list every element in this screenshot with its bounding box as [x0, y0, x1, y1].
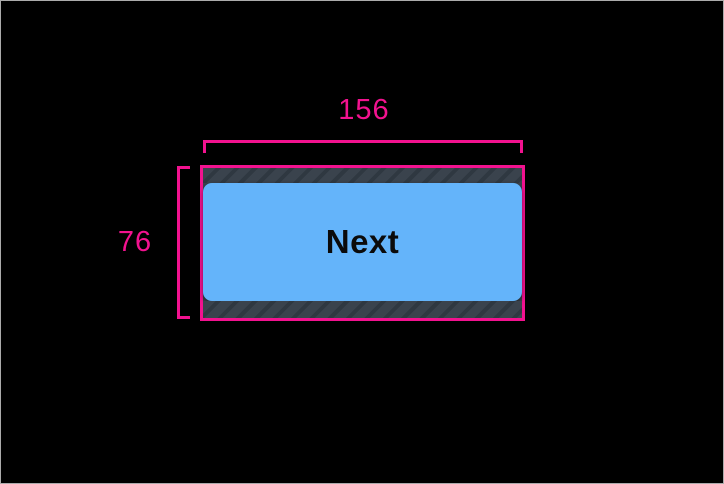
- height-dimension-label: 76: [117, 226, 153, 258]
- width-dimension-bracket: [203, 140, 523, 153]
- next-button[interactable]: Next: [203, 183, 522, 301]
- width-dimension-label: 156: [338, 94, 390, 126]
- padding-hatch-top: [203, 168, 522, 183]
- measurement-outline: Next: [200, 165, 525, 321]
- padding-hatch-bottom: [203, 301, 522, 318]
- next-button-label: Next: [325, 223, 400, 260]
- height-dimension-bracket: [177, 166, 190, 319]
